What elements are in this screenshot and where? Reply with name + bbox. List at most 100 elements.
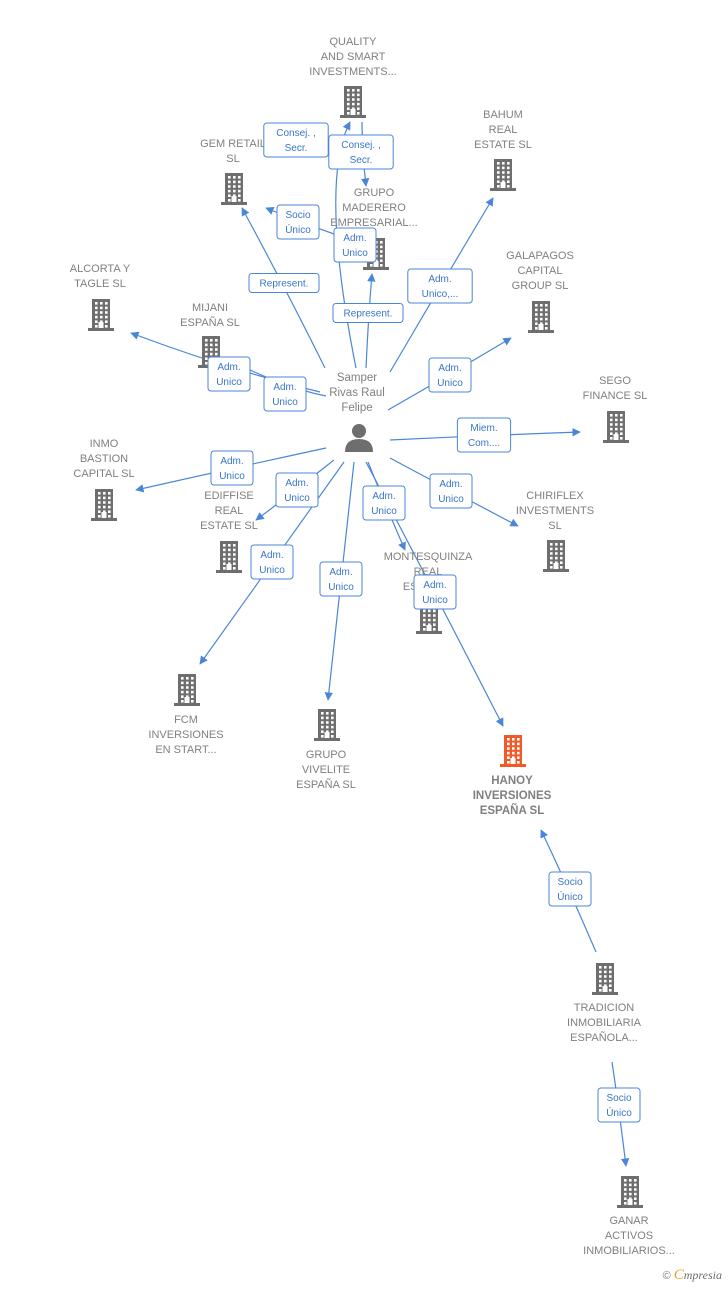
edge-label-person-inmo[interactable]: Adm. Unico [210, 450, 254, 486]
building-icon [543, 540, 569, 572]
node-label: HANOY [491, 775, 533, 787]
node-label: INVERSIONES [148, 729, 223, 741]
edge-labels-layer: Consej. ,Secr.Consej. ,Secr.Represent.So… [207, 122, 641, 1123]
edge-label-text: Adm. [220, 456, 243, 467]
edge-label-person-bahum[interactable]: Adm.Unico,... [407, 268, 473, 304]
edge-label-person-vivelite[interactable]: Adm. Unico [319, 561, 363, 597]
node-label: REAL [215, 505, 244, 517]
edge-label-text: Unico [328, 582, 354, 593]
node-label: INVERSIONES [473, 790, 552, 802]
node-label: FCM [174, 714, 198, 726]
edge-label-text: Unico [422, 595, 448, 606]
node-ganar[interactable]: GANARACTIVOSINMOBILIARIOS... [583, 1176, 675, 1257]
node-label: INMOBILIARIA [567, 1017, 642, 1029]
edge-label-text: Unico [371, 506, 397, 517]
edge-label-text: Consej. , [276, 128, 315, 139]
edge-label-text: Adm. [372, 491, 395, 502]
edge-label-person-hanoy[interactable]: Adm. Unico [413, 574, 457, 610]
node-label: VIVELITE [302, 764, 350, 776]
edge-label-text: Adm. [423, 580, 446, 591]
node-label: GROUP SL [512, 280, 569, 292]
edge-label-person-galapagos[interactable]: Adm.Unico [428, 357, 472, 393]
building-icon [592, 963, 618, 995]
node-label: CHIRIFLEX [526, 490, 584, 502]
edge-label-person-alcorta[interactable]: Adm.Unico [207, 356, 251, 392]
edge-label-text: Adm. [438, 363, 461, 374]
building-icon [174, 674, 200, 706]
edge-label-person-chiriflex[interactable]: Adm.Unico [429, 473, 473, 509]
edge-label-text: Adm. [285, 478, 308, 489]
brand-name: mpresia [683, 1268, 722, 1282]
node-label: MONTESQUINZA [384, 551, 473, 563]
copyright-symbol: © [662, 1270, 671, 1282]
edge-label-text: Único [285, 223, 311, 236]
node-label: EMPRESARIAL... [330, 217, 417, 229]
node-label: GANAR [609, 1215, 648, 1227]
node-label: INMO [90, 438, 119, 450]
edge-label-text: Adm. [217, 362, 240, 373]
edge-label-text: Miem. [470, 423, 497, 434]
edge-label-text: Único [557, 890, 583, 903]
building-icon [91, 489, 117, 521]
edge-label-person-quality[interactable]: Consej. , Secr. [263, 122, 329, 158]
node-label: ESPAÑA SL [296, 778, 356, 791]
edge-label-person-fcm[interactable]: Adm.Unico [250, 544, 294, 580]
node-label: FINANCE SL [583, 390, 648, 402]
building-icon [603, 411, 629, 443]
edge-label-person-ediffise[interactable]: Adm.Unico [275, 472, 319, 508]
node-label: INVESTMENTS [516, 505, 594, 517]
edge-label-text: Secr. [285, 143, 308, 154]
node-label: TAGLE SL [74, 278, 126, 290]
edge-label-text: Adm. [329, 567, 352, 578]
edge-label-text: Unico [219, 471, 245, 482]
node-label: Samper [337, 372, 377, 384]
node-label: GRUPO [354, 187, 395, 199]
node-label: BAHUM [483, 109, 523, 121]
node-label: ESPAÑOLA... [570, 1031, 638, 1044]
node-hanoy[interactable]: HANOY INVERSIONES ESPAÑA SL [473, 735, 552, 817]
edge-label-text: Unico,... [422, 289, 459, 300]
edge-label-text: Com.... [468, 438, 500, 449]
edge-label-text: Adm. [439, 479, 462, 490]
person-icon [345, 424, 373, 452]
edge-label-text: Socio [606, 1093, 631, 1104]
edges-layer [130, 121, 630, 1167]
edge-label-quality-maderero[interactable]: Consej. ,Secr. [328, 134, 394, 170]
building-icon [340, 86, 366, 118]
node-label: ESPAÑA SL [480, 804, 545, 817]
building-icon [216, 541, 242, 573]
building-icon [500, 735, 526, 767]
edge-label-person-mijani[interactable]: Adm.Unico [263, 376, 307, 412]
edge-label-person-sego[interactable]: Miem. Com.... [456, 417, 512, 453]
node-label: INVESTMENTS... [309, 66, 396, 78]
edge-label-person-gemretail[interactable]: Represent. [248, 273, 320, 293]
edge-label-text: Represent. [344, 309, 393, 320]
edge-label-maderero-maderero[interactable]: Adm.Unico [333, 227, 377, 263]
edge-label-text: Unico [259, 565, 285, 576]
node-label: QUALITY [329, 36, 377, 48]
brand-initial: C [673, 1267, 684, 1283]
node-label: BASTION [80, 453, 128, 465]
edge-label-person-maderero[interactable]: Represent. [332, 303, 404, 323]
node-tradicion[interactable]: TRADICIONINMOBILIARIAESPAÑOLA... [567, 963, 642, 1044]
edge-label-person-montesquinza[interactable]: Adm. Unico [362, 485, 406, 521]
edge-label-text: Único [606, 1106, 632, 1119]
edge-label-text: Socio [285, 210, 310, 221]
edge-label-text: Adm. [343, 233, 366, 244]
